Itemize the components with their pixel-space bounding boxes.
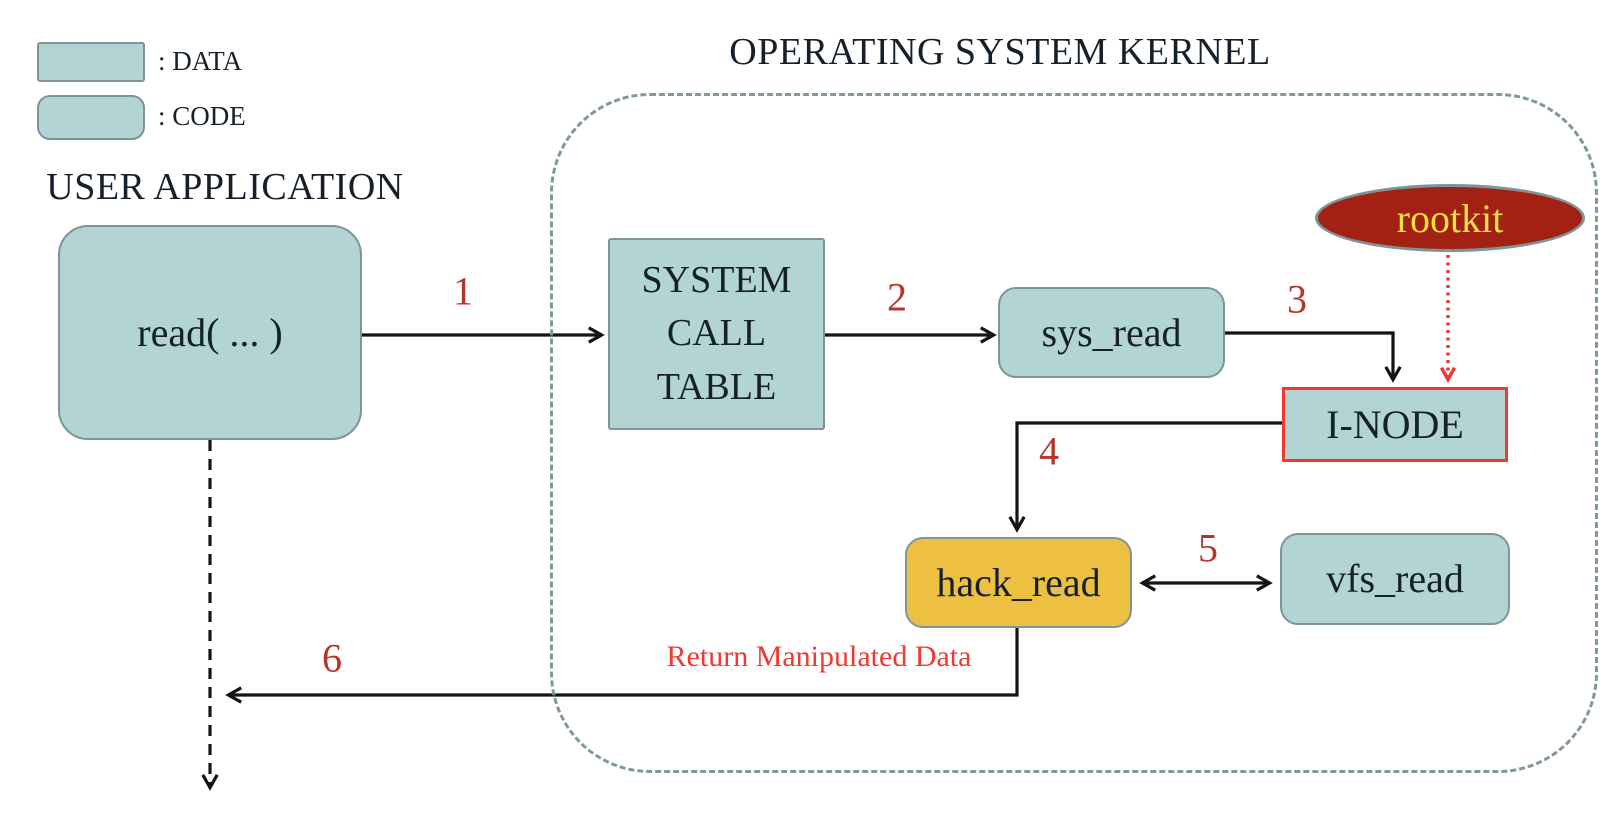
- user-application-title: USER APPLICATION: [46, 166, 404, 208]
- node-vfs-read: vfs_read: [1280, 533, 1510, 625]
- step-label-1: 1: [453, 268, 473, 314]
- legend-code-swatch: [37, 95, 145, 140]
- node-rootkit-label: rootkit: [1396, 195, 1504, 241]
- step-label-2: 2: [887, 274, 907, 320]
- node-vfs-read-label: vfs_read: [1326, 556, 1464, 601]
- step-label-6: 6: [322, 635, 342, 681]
- node-system-call-table-label: SYSTEM CALL TABLE: [641, 259, 792, 408]
- legend-data-label: : DATA: [158, 46, 243, 76]
- node-rootkit: rootkit: [1315, 184, 1585, 252]
- node-system-call-table: SYSTEM CALL TABLE: [608, 238, 825, 430]
- node-inode: I-NODE: [1282, 387, 1508, 462]
- node-read-call-label: read( ... ): [137, 309, 283, 355]
- step-label-4: 4: [1039, 428, 1059, 474]
- legend-data-swatch: [37, 42, 145, 82]
- legend-code-label: : CODE: [158, 101, 246, 131]
- kernel-title: OPERATING SYSTEM KERNEL: [729, 31, 1271, 73]
- node-inode-label: I-NODE: [1326, 401, 1464, 447]
- step-label-3: 3: [1287, 276, 1307, 322]
- kernel-boundary: [550, 93, 1598, 773]
- return-manipulated-data-label: Return Manipulated Data: [666, 640, 972, 673]
- node-hack-read-label: hack_read: [936, 559, 1101, 605]
- node-sys-read: sys_read: [998, 287, 1225, 378]
- node-read-call: read( ... ): [58, 225, 362, 440]
- node-sys-read-label: sys_read: [1041, 309, 1182, 355]
- step-label-5: 5: [1198, 525, 1218, 571]
- node-hack-read: hack_read: [905, 537, 1132, 628]
